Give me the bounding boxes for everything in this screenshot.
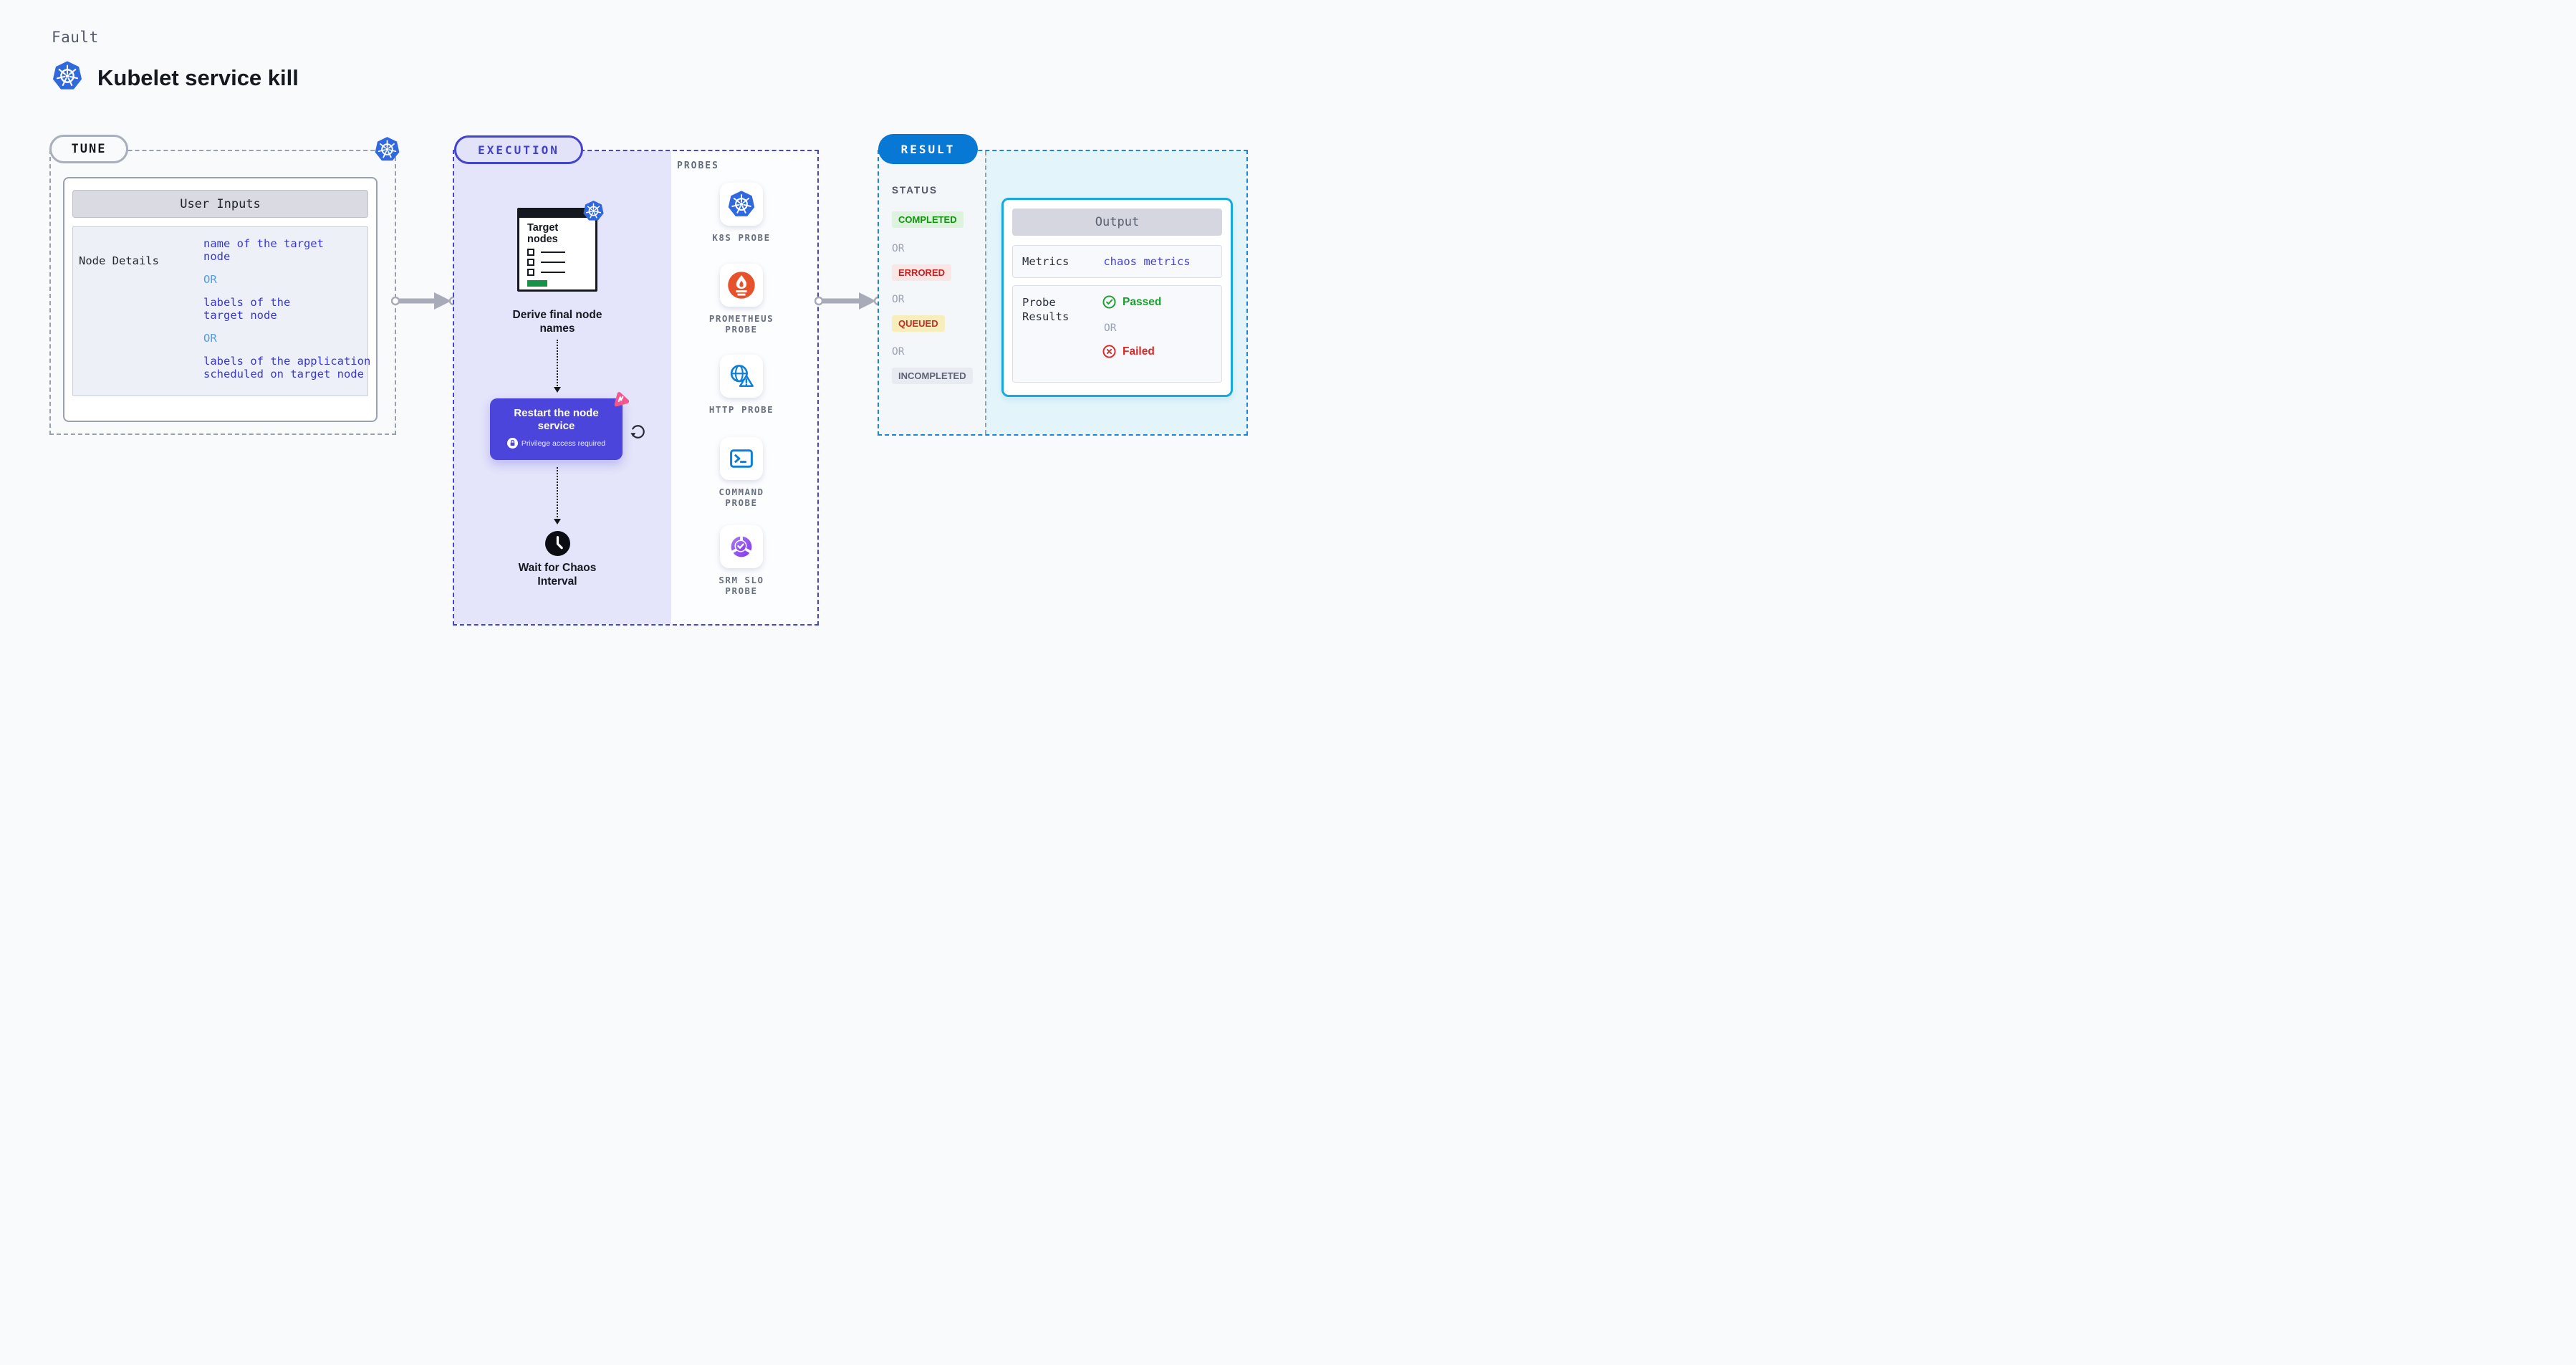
or-separator: OR	[203, 332, 217, 345]
failed-result: Failed	[1102, 344, 1161, 359]
checkbox-icon	[527, 259, 534, 266]
tune-section-label: TUNE	[49, 135, 128, 163]
probe-item-http: HTTP PROBE	[697, 355, 786, 415]
status-badge-errored: ERRORED	[892, 264, 952, 281]
list-line	[541, 272, 565, 273]
metrics-label: Metrics	[1022, 255, 1070, 268]
status-badge-queued: QUEUED	[892, 315, 945, 332]
passed-text: Passed	[1123, 295, 1162, 308]
probe-card	[720, 355, 763, 398]
fault-diagram-page: Fault Kubelet service kill TUNE User Inp…	[0, 0, 1288, 683]
node-details-label: Node Details	[79, 254, 159, 267]
status-heading: STATUS	[892, 185, 938, 196]
slo-donut-check-icon	[727, 532, 756, 561]
passed-result: Passed	[1102, 294, 1161, 310]
output-header: Output	[1012, 209, 1222, 236]
metrics-value: chaos metrics	[1103, 255, 1191, 268]
x-circle-icon	[1102, 344, 1117, 359]
or-separator: OR	[892, 243, 905, 254]
probe-card	[720, 525, 763, 568]
node-details-values: name of the target node OR labels of the…	[203, 237, 379, 391]
flow-arrow-icon	[391, 292, 458, 310]
restart-node-service-step: Restart the node service Privilege acces…	[490, 398, 623, 460]
or-separator: OR	[203, 273, 217, 286]
execution-section-label: EXECUTION	[454, 135, 583, 164]
or-separator: OR	[892, 346, 905, 358]
result-section-label: RESULT	[878, 134, 978, 164]
target-nodes-node: Target nodes	[517, 208, 597, 292]
probe-results-values: Passed OR Failed	[1102, 294, 1161, 359]
probe-item-prometheus: PROMETHEUS PROBE	[697, 264, 786, 335]
flow-arrow-icon	[814, 292, 883, 310]
flow-connector	[554, 467, 561, 525]
probes-heading: PROBES	[677, 161, 719, 171]
check-circle-icon	[1102, 294, 1117, 310]
privilege-badge: Privilege access required	[490, 438, 623, 449]
kubernetes-icon	[52, 60, 83, 92]
list-line	[541, 252, 565, 253]
tune-section	[49, 150, 396, 435]
target-nodes-title: Target nodes	[527, 222, 559, 245]
flow-connector	[554, 340, 561, 393]
probe-card	[720, 264, 763, 307]
probe-card	[720, 437, 763, 480]
privilege-badge-text: Privilege access required	[521, 439, 606, 448]
or-separator: OR	[1104, 322, 1117, 334]
probe-results-row: Probe Results Passed OR Failed	[1012, 285, 1222, 383]
terminal-icon	[727, 444, 756, 473]
kubernetes-icon	[727, 190, 756, 219]
checkbox-row	[527, 249, 595, 256]
user-inputs-header: User Inputs	[72, 190, 368, 218]
checkbox-row	[527, 269, 595, 276]
value-labels-of-application: labels of the application scheduled on t…	[203, 355, 371, 380]
status-panel: STATUS COMPLETED OR ERRORED OR QUEUED OR…	[879, 151, 985, 434]
restart-step-title: Restart the node service	[514, 407, 599, 432]
probe-results-label: Probe Results	[1022, 296, 1070, 323]
probe-item-srm-slo: SRM SLO PROBE	[697, 525, 786, 596]
list-line	[541, 262, 565, 263]
green-button-bar	[527, 280, 547, 287]
prometheus-icon	[727, 271, 756, 300]
probe-name: PROMETHEUS PROBE	[708, 313, 774, 335]
probe-item-command: COMMAND PROBE	[697, 437, 786, 508]
lock-icon	[507, 438, 518, 449]
probe-item-k8s: K8S PROBE	[697, 183, 786, 243]
output-card: Output Metrics chaos metrics Probe Resul…	[1001, 198, 1233, 397]
status-badge-completed: COMPLETED	[892, 211, 963, 228]
or-separator: OR	[892, 294, 905, 305]
http-globe-warning-icon	[727, 362, 756, 391]
window-titlebar	[519, 210, 595, 218]
failed-text: Failed	[1123, 345, 1155, 358]
probe-name: SRM SLO PROBE	[719, 575, 764, 596]
value-name-of-target-node: name of the target node	[203, 237, 324, 263]
clock-icon	[544, 530, 571, 557]
checkbox-icon	[527, 249, 534, 256]
fault-eyebrow: Fault	[52, 29, 99, 46]
user-inputs-card: User Inputs Node Details name of the tar…	[63, 177, 378, 422]
step-derive-node-names: Derive final node names	[512, 309, 602, 335]
kubernetes-icon	[374, 136, 400, 163]
page-title: Kubelet service kill	[97, 65, 299, 90]
probe-card	[720, 183, 763, 226]
kubernetes-icon	[582, 200, 605, 222]
retry-loop-icon	[630, 423, 646, 440]
probe-name: COMMAND PROBE	[719, 487, 764, 508]
value-labels-of-target-node: labels of the target node	[203, 296, 291, 322]
step-wait-chaos-interval: Wait for Chaos Interval	[518, 562, 597, 588]
checkbox-icon	[527, 269, 534, 276]
metrics-row: Metrics chaos metrics	[1012, 245, 1222, 278]
node-details-row: Node Details name of the target node OR …	[72, 226, 370, 396]
status-badge-incompleted: INCOMPLETED	[892, 368, 973, 384]
probe-name: HTTP PROBE	[708, 404, 774, 415]
checkbox-row	[527, 259, 595, 266]
probe-name: K8S PROBE	[712, 232, 771, 243]
